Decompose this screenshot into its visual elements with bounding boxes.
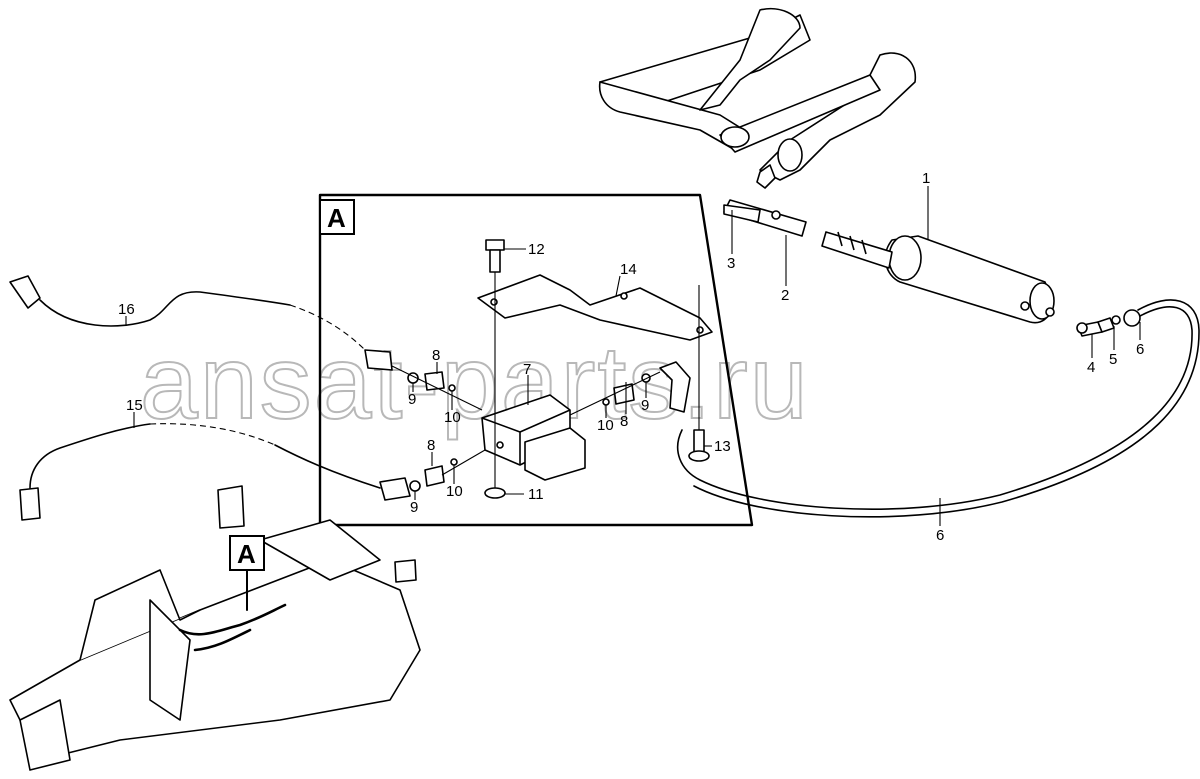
- callout-8-upper: 8: [432, 347, 440, 364]
- callout-3: 3: [727, 255, 735, 272]
- callout-9-upper: 9: [408, 391, 416, 408]
- callout-9-lower: 9: [410, 499, 418, 516]
- callout-1: 1: [922, 170, 930, 187]
- piston-rod-clevis: [723, 199, 807, 237]
- bolt-12: [485, 239, 505, 273]
- callout-10-right: 10: [597, 417, 614, 434]
- callout-16: 16: [118, 301, 135, 318]
- callout-4: 4: [1087, 359, 1095, 376]
- callout-8-lower: 8: [427, 437, 435, 454]
- callout-8-right: 8: [620, 413, 628, 430]
- hose-15: [19, 423, 381, 521]
- locator-label: A: [237, 539, 256, 569]
- callout-6-right: 6: [1136, 341, 1144, 358]
- hose-6-edge: [693, 299, 1200, 518]
- machine-frame-locator: A: [9, 485, 421, 771]
- callout-15: 15: [126, 397, 143, 414]
- detail-box-label: A: [327, 203, 346, 233]
- callout-9-right: 9: [641, 397, 649, 414]
- callout-12: 12: [528, 241, 545, 258]
- callout-numbers: 1 2 3 4 5 6 6 7 8 8 8 9 9 9 10 10 10 11 …: [118, 170, 1144, 544]
- callout-5: 5: [1109, 351, 1117, 368]
- lift-arm-linkage: [598, 8, 917, 189]
- hydraulic-cylinder: [821, 231, 1055, 324]
- valve-block: [481, 394, 586, 481]
- detail-box-a: A: [318, 193, 754, 527]
- hose-16: [9, 275, 366, 351]
- callout-11: 11: [528, 486, 544, 503]
- fitting-group-lower-left: [379, 458, 458, 501]
- watermark-text: ansat-parts.ru: [140, 325, 810, 441]
- callout-10-lower: 10: [446, 483, 463, 500]
- bolt-11: [484, 487, 506, 499]
- fitting-group-right: [602, 361, 691, 413]
- callout-7: 7: [523, 361, 531, 378]
- bolt-13: [688, 429, 710, 462]
- leader-lines: [125, 186, 1141, 526]
- fitting-group-upper-left: [364, 349, 456, 392]
- right-fittings: [1076, 309, 1141, 337]
- callout-14: 14: [620, 261, 637, 278]
- callout-6-bottom: 6: [936, 527, 944, 544]
- hose-6: [676, 306, 1193, 510]
- callout-10-upper: 10: [444, 409, 461, 426]
- callout-2: 2: [781, 287, 789, 304]
- callout-13: 13: [714, 438, 731, 455]
